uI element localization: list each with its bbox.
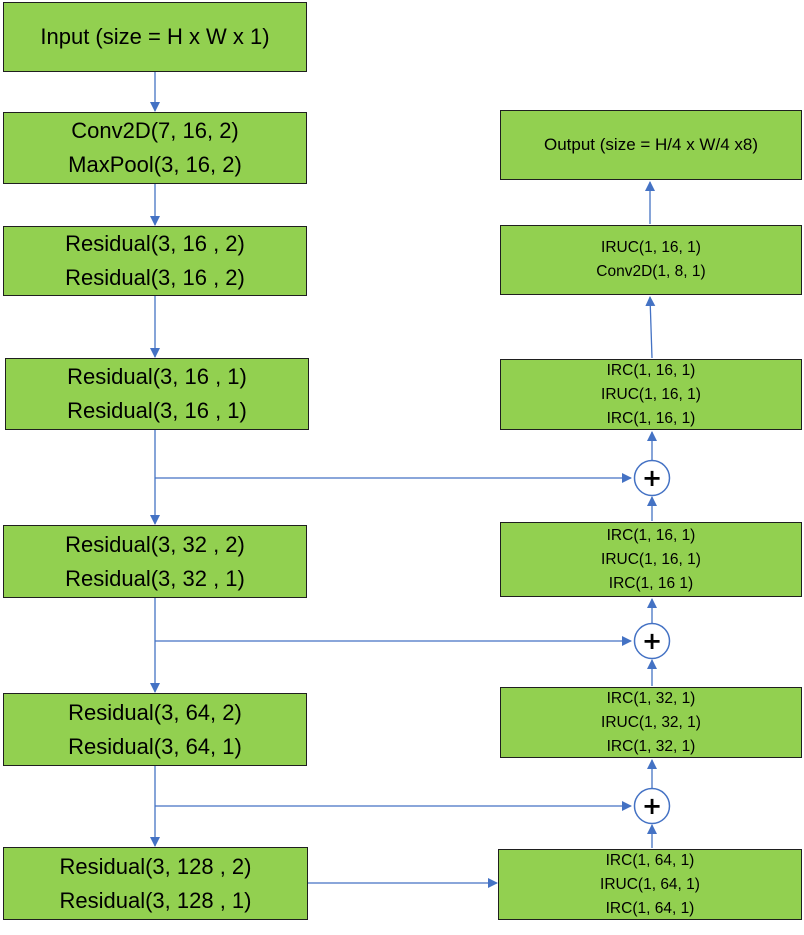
add-symbol: + [642,792,662,820]
output-label: Output (size = H/4 x W/4 x8) [544,135,758,154]
residual-block-5: Residual(3, 128 , 2) Residual(3, 128 , 1… [3,847,308,920]
add-node-1: + [633,459,671,497]
iruc-label: IRUC(1, 32, 1) [601,713,701,731]
irc-label: IRC(1, 64, 1) [605,899,695,917]
decoder-stage-4: IRC(1, 16, 1) IRUC(1, 16, 1) IRC(1, 16, … [500,359,802,430]
irc-label: IRC(1, 32, 1) [606,737,696,755]
add-node-3: + [633,787,671,825]
residual-block-4: Residual(3, 64, 2) Residual(3, 64, 1) [3,693,307,766]
irc-label: IRC(1, 32, 1) [606,689,696,707]
decoder-stage-1: IRC(1, 64, 1) IRUC(1, 64, 1) IRC(1, 64, … [498,849,802,920]
residual-label: Residual(3, 16 , 1) [67,398,247,423]
irc-label: IRC(1, 16, 1) [606,361,696,379]
residual-block-1: Residual(3, 16 , 2) Residual(3, 16 , 2) [3,226,307,296]
residual-label: Residual(3, 16 , 2) [65,265,245,290]
iruc-label: IRUC(1, 16, 1) [601,239,701,256]
input-box: Input (size = H x W x 1) [3,2,307,72]
residual-label: Residual(3, 16 , 2) [65,231,245,256]
residual-label: Residual(3, 32 , 2) [65,531,245,557]
input-label: Input (size = H x W x 1) [40,24,270,49]
stem-box: Conv2D(7, 16, 2) MaxPool(3, 16, 2) [3,112,307,184]
decoder-stage-2: IRC(1, 32, 1) IRUC(1, 32, 1) IRC(1, 32, … [500,687,802,758]
irc-label: IRC(1, 16, 1) [606,526,696,544]
residual-block-2: Residual(3, 16 , 1) Residual(3, 16 , 1) [5,358,309,430]
add-node-2: + [633,622,671,660]
residual-label: Residual(3, 64, 2) [68,699,242,725]
iruc-label: IRUC(1, 16, 1) [601,385,701,403]
iruc-label: IRUC(1, 64, 1) [600,875,700,893]
irc-label: IRC(1, 64, 1) [605,851,695,869]
residual-label: Residual(3, 128 , 2) [59,853,252,879]
head-box: IRUC(1, 16, 1) Conv2D(1, 8, 1) [500,225,802,295]
irc-label: IRC(1, 16, 1) [606,409,696,427]
output-box: Output (size = H/4 x W/4 x8) [500,110,802,180]
arrow-stage4-to-head [645,296,656,359]
residual-label: Residual(3, 64, 1) [68,733,242,759]
residual-label: Residual(3, 16 , 1) [67,364,247,389]
residual-label: Residual(3, 32 , 1) [65,565,245,591]
irc-label: IRC(1, 16 1) [608,574,694,592]
conv2d-label: Conv2D(1, 8, 1) [596,263,706,280]
residual-block-3: Residual(3, 32 , 2) Residual(3, 32 , 1) [3,525,307,598]
iruc-label: IRUC(1, 16, 1) [601,550,701,568]
maxpool-label: MaxPool(3, 16, 2) [68,152,242,177]
residual-label: Residual(3, 128 , 1) [59,887,252,913]
add-symbol: + [642,464,662,492]
conv2d-label: Conv2D(7, 16, 2) [71,118,239,143]
add-symbol: + [642,627,662,655]
decoder-stage-3: IRC(1, 16, 1) IRUC(1, 16, 1) IRC(1, 16 1… [500,522,802,597]
